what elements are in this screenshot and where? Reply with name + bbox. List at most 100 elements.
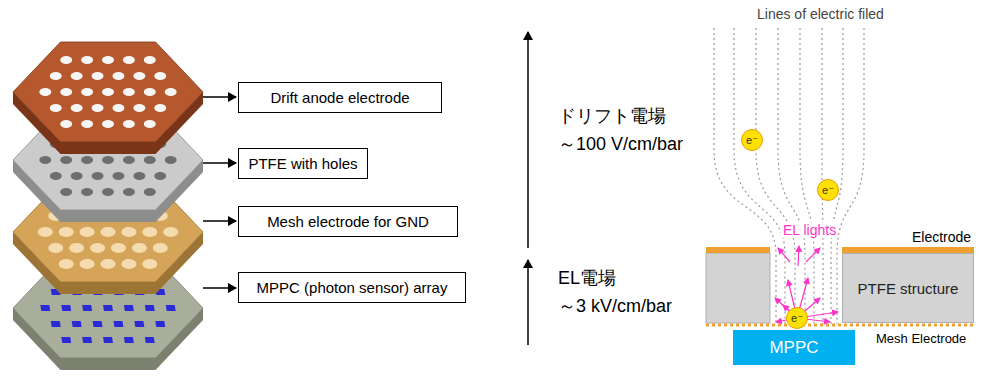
el-light-ray: [798, 246, 799, 266]
node-text: Mesh electrode for GND: [267, 213, 429, 230]
mesh-hole: [48, 243, 63, 253]
anode-hole: [60, 56, 72, 64]
ptfe-hole: [39, 156, 51, 164]
mppc-chip: [82, 337, 92, 343]
anode-hole: [144, 120, 156, 128]
plate-top: [13, 42, 203, 142]
mppc-chip: [93, 321, 103, 327]
mesh-hole: [153, 243, 168, 253]
mppc-chip: [124, 305, 134, 311]
label-box: PTFE with holes: [238, 148, 368, 179]
anode-hole: [81, 88, 93, 96]
field-name: ドリフト電場: [558, 106, 666, 127]
mppc-chip: [124, 337, 134, 343]
mppc-sensor: MPPC: [733, 330, 855, 365]
electron-circle: e⁻: [786, 307, 808, 329]
mppc-chip: [113, 321, 123, 327]
anode-hole: [123, 88, 135, 96]
electron-circle: e⁻: [817, 179, 839, 201]
ptfe-hole: [165, 156, 177, 164]
mesh-hole: [121, 259, 136, 269]
mppc-chip: [145, 337, 155, 343]
mesh-hole: [59, 259, 74, 269]
mppc-chip: [61, 305, 71, 311]
anode-hole: [71, 104, 83, 112]
ptfe-hole: [81, 188, 93, 196]
ptfe-hole: [50, 172, 62, 180]
anode-hole: [102, 120, 114, 128]
anode-hole: [39, 88, 51, 96]
el-light-arrows: [775, 246, 838, 322]
mesh-hole: [111, 243, 126, 253]
electron-symbol: e⁻: [822, 184, 834, 197]
part-name: Mesh Electrode: [876, 332, 966, 347]
mesh-hole: [142, 259, 157, 269]
mppc-chip: [145, 305, 155, 311]
field-value: ～3 kV/cm/bar: [558, 296, 672, 317]
mppc-chip: [72, 321, 82, 327]
label-box: Drift anode electrode: [238, 82, 442, 113]
ptfe-hole: [71, 172, 83, 180]
anode-hole: [50, 72, 62, 80]
mesh-hole: [132, 243, 147, 253]
anode-hole: [123, 56, 135, 64]
ptfe-hole: [60, 188, 72, 196]
el-light-ray: [778, 248, 790, 262]
mppc-chip: [166, 305, 176, 311]
mesh-hole: [38, 227, 53, 237]
mesh-hole: [69, 243, 84, 253]
label-box: Mesh electrode for GND: [238, 206, 458, 237]
part-name: Electrode: [912, 229, 971, 245]
detector-stack: [13, 42, 203, 370]
mppc-chip: [103, 305, 113, 311]
anode-hole: [112, 104, 124, 112]
mesh-hole: [101, 259, 116, 269]
ptfe-hole: [81, 156, 93, 164]
el-field-arrow: [527, 260, 529, 345]
mesh-hole: [101, 227, 116, 237]
electron-circle: e⁻: [741, 129, 763, 151]
mesh-hole: [121, 227, 136, 237]
anode-hole: [50, 104, 62, 112]
ptfe-hole: [60, 156, 72, 164]
field-line-label: Lines of electric filed: [757, 6, 884, 22]
mppc-chip: [61, 337, 71, 343]
anode-hole: [102, 88, 114, 96]
ptfe-hole: [92, 172, 104, 180]
anode-hole: [144, 56, 156, 64]
ptfe-hole: [133, 172, 145, 180]
field-line: [778, 28, 805, 324]
leader-arrow: [203, 96, 236, 97]
ptfe-hole: [102, 188, 114, 196]
anode-hole: [123, 120, 135, 128]
ptfe-block: PTFE structure: [842, 253, 974, 323]
anode-hole: [112, 72, 124, 80]
mesh-electrode: [706, 324, 974, 327]
anode-hole: [60, 88, 72, 96]
anode-hole: [154, 72, 166, 80]
ptfe-hole: [123, 156, 135, 164]
anode-hole: [92, 104, 104, 112]
anode-hole: [144, 88, 156, 96]
label-box: MPPC (photon sensor) array: [238, 272, 466, 303]
ptfe-block: [706, 253, 770, 323]
ptfe-hole: [144, 188, 156, 196]
leader-arrows: [203, 97, 236, 288]
ptfe-hole: [123, 188, 135, 196]
mppc-chip: [82, 305, 92, 311]
anode-hole: [102, 56, 114, 64]
electrode-strip: [706, 247, 770, 253]
node-text: MPPC (photon sensor) array: [257, 279, 448, 296]
ptfe-hole: [154, 172, 166, 180]
leader-arrow: [203, 287, 236, 288]
ptfe-hole: [144, 156, 156, 164]
hex-plate: [13, 42, 203, 154]
mesh-hole: [80, 259, 95, 269]
mppc-chip: [155, 321, 165, 327]
field-line: [822, 28, 823, 324]
mppc-chip: [40, 305, 50, 311]
anode-hole: [133, 72, 145, 80]
anode-hole: [133, 104, 145, 112]
electron-symbol: e⁻: [746, 134, 758, 147]
anode-hole: [154, 104, 166, 112]
